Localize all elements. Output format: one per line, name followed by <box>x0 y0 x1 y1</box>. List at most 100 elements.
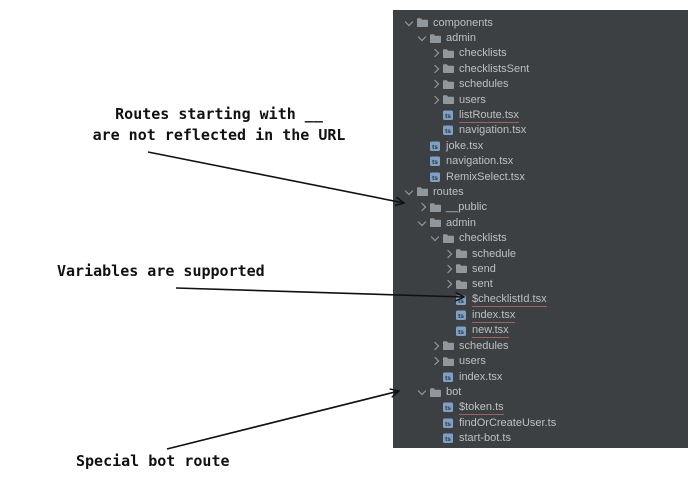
chevron-right-icon[interactable] <box>416 201 429 214</box>
chevron-right-icon[interactable] <box>442 247 455 260</box>
svg-text:ts: ts <box>445 436 451 443</box>
svg-text:ts: ts <box>458 298 464 305</box>
typescript-file-icon: ts <box>442 432 456 444</box>
tree-item-label: schedules <box>459 78 509 91</box>
chevron-right-icon[interactable] <box>442 262 455 275</box>
file-tree: components admin checklists checklistsSent s… <box>393 15 688 446</box>
tree-row-schedules[interactable]: schedules <box>393 338 688 353</box>
tree-row-routes[interactable]: routes <box>393 184 688 199</box>
svg-text:ts: ts <box>458 329 464 336</box>
typescript-file-icon: ts <box>455 325 469 337</box>
folder-icon <box>442 63 456 74</box>
svg-text:ts: ts <box>432 159 438 166</box>
chevron-right-icon[interactable] <box>429 93 442 106</box>
tree-item-label: RemixSelect.tsx <box>446 170 525 183</box>
folder-icon <box>442 340 456 351</box>
chevron-down-icon[interactable] <box>416 386 429 399</box>
folder-icon <box>455 248 469 259</box>
tree-item-label: checklists <box>459 47 507 60</box>
tree-item-label: bot <box>446 386 462 399</box>
tree-item-label: index.tsx <box>459 370 503 383</box>
tree-item-label: admin <box>446 32 476 45</box>
tree-item-label: index.tsx <box>472 308 516 323</box>
typescript-file-icon: ts <box>442 371 456 383</box>
folder-icon <box>455 279 469 290</box>
svg-text:ts: ts <box>445 405 451 412</box>
tree-row-joke-tsx[interactable]: ts joke.tsx <box>393 138 688 153</box>
tree-row-schedules[interactable]: schedules <box>393 77 688 92</box>
tree-item-label: sent <box>472 278 493 291</box>
tree-item-label: navigation.tsx <box>446 155 514 168</box>
tree-row-remixselect-tsx[interactable]: ts RemixSelect.tsx <box>393 169 688 184</box>
tree-row-checklists[interactable]: checklists <box>393 46 688 61</box>
tree-item-label: checklists <box>459 232 507 245</box>
tree-item-label: send <box>472 262 496 275</box>
tree-item-label: components <box>433 16 493 29</box>
project-tree-panel: components admin checklists checklistsSent s… <box>393 10 688 448</box>
chevron-right-icon[interactable] <box>429 62 442 75</box>
tree-item-label: start-bot.ts <box>459 432 511 445</box>
chevron-right-icon[interactable] <box>429 47 442 60</box>
tree-row-admin[interactable]: admin <box>393 215 688 230</box>
typescript-file-icon: ts <box>429 140 443 152</box>
annotation-underscore-routes: Routes starting with __ are not reflecte… <box>85 104 353 146</box>
tree-row-users[interactable]: users <box>393 92 688 107</box>
tree-row-public[interactable]: __public <box>393 200 688 215</box>
annotation-line: are not reflected in the URL <box>92 126 346 144</box>
tree-row-users[interactable]: users <box>393 354 688 369</box>
chevron-right-icon[interactable] <box>429 78 442 91</box>
tree-item-label: __public <box>446 201 487 214</box>
tree-item-label: listRoute.tsx <box>459 108 519 123</box>
tree-item-label: schedules <box>459 339 509 352</box>
tree-row-token-ts[interactable]: ts $token.ts <box>393 400 688 415</box>
chevron-right-icon[interactable] <box>429 339 442 352</box>
folder-icon <box>442 79 456 90</box>
typescript-file-icon: ts <box>429 155 443 167</box>
svg-text:ts: ts <box>445 113 451 120</box>
tree-item-label: routes <box>433 185 464 198</box>
tree-row-navigation-tsx[interactable]: ts navigation.tsx <box>393 154 688 169</box>
typescript-file-icon: ts <box>442 109 456 121</box>
tree-item-label: findOrCreateUser.ts <box>459 416 557 429</box>
tree-row-navigation-tsx[interactable]: ts navigation.tsx <box>393 123 688 138</box>
chevron-right-icon[interactable] <box>442 278 455 291</box>
folder-icon <box>429 33 443 44</box>
svg-text:ts: ts <box>432 144 438 151</box>
svg-text:ts: ts <box>432 175 438 182</box>
folder-icon <box>429 202 443 213</box>
typescript-file-icon: ts <box>455 294 469 306</box>
folder-icon <box>416 17 430 28</box>
svg-text:ts: ts <box>445 128 451 135</box>
tree-row-admin[interactable]: admin <box>393 30 688 45</box>
tree-item-label: $checklistId.tsx <box>472 293 547 308</box>
tree-row-start-bot-ts[interactable]: ts start-bot.ts <box>393 431 688 446</box>
tree-row-send[interactable]: send <box>393 261 688 276</box>
chevron-down-icon[interactable] <box>429 232 442 245</box>
tree-item-label: checklistsSent <box>459 62 530 75</box>
tree-item-label: navigation.tsx <box>459 124 527 137</box>
typescript-file-icon: ts <box>442 417 456 429</box>
tree-row-checklistssent[interactable]: checklistsSent <box>393 61 688 76</box>
tree-row-components[interactable]: components <box>393 15 688 30</box>
svg-text:ts: ts <box>458 313 464 320</box>
tree-item-label: $token.ts <box>459 400 504 415</box>
tree-row-listroute-tsx[interactable]: ts listRoute.tsx <box>393 107 688 123</box>
tree-row-checklists[interactable]: checklists <box>393 230 688 245</box>
folder-icon <box>442 48 456 59</box>
tree-row-checklistid-tsx[interactable]: ts $checklistId.tsx <box>393 292 688 308</box>
chevron-down-icon[interactable] <box>416 32 429 45</box>
tree-item-label: joke.tsx <box>446 139 484 152</box>
annotation-variables: Variables are supported <box>57 262 265 280</box>
chevron-down-icon[interactable] <box>416 216 429 229</box>
chevron-right-icon[interactable] <box>429 355 442 368</box>
chevron-down-icon[interactable] <box>403 16 416 29</box>
tree-row-index-tsx[interactable]: ts index.tsx <box>393 307 688 323</box>
folder-icon <box>429 217 443 228</box>
tree-row-schedule[interactable]: schedule <box>393 246 688 261</box>
tree-row-bot[interactable]: bot <box>393 384 688 399</box>
chevron-down-icon[interactable] <box>403 185 416 198</box>
tree-row-sent[interactable]: sent <box>393 277 688 292</box>
